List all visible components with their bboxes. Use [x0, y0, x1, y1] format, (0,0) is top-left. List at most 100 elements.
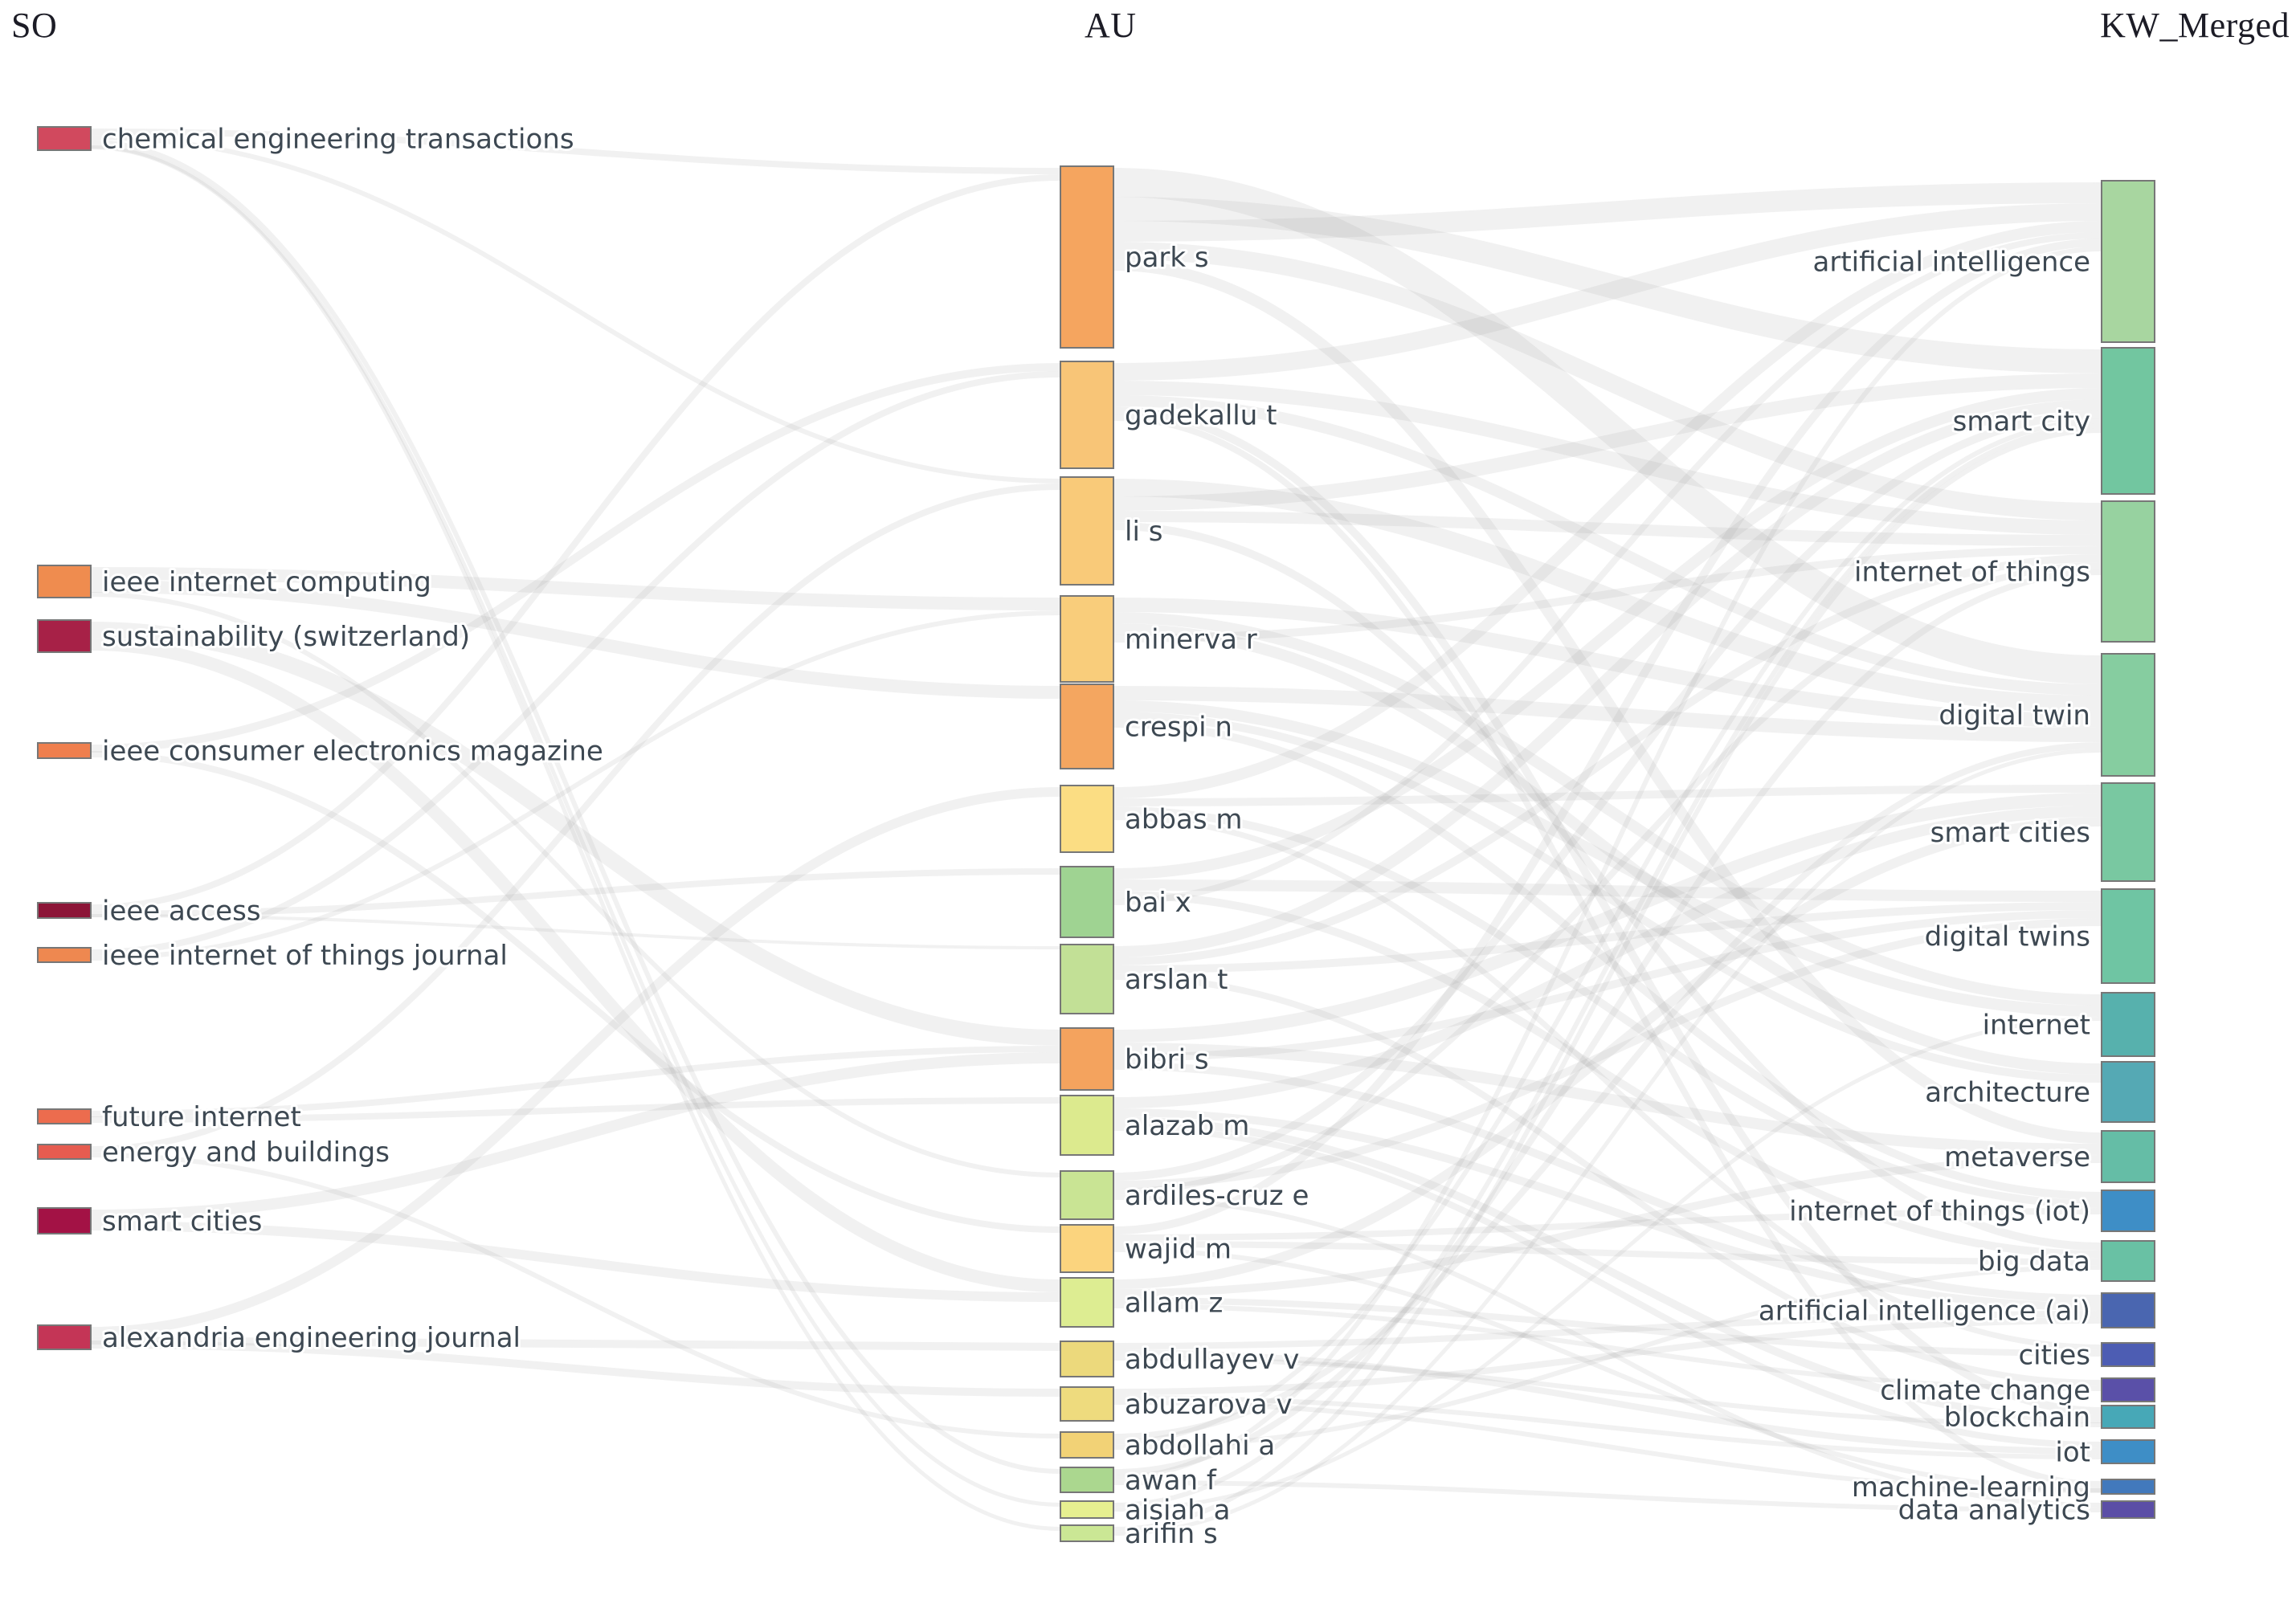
sankey-link-alexandria-engineering-journal-abbas-m[interactable] — [91, 787, 1060, 1336]
sankey-link-bai-x-artificial-intelligence[interactable] — [1113, 232, 2102, 905]
sankey-node-kw-merged-climate-change[interactable] — [2101, 1377, 2155, 1402]
sankey-node-au-li-s[interactable] — [1060, 476, 1114, 586]
sankey-link-arslan-t-digital-twins[interactable] — [1113, 902, 2102, 973]
sankey-node-kw-merged-artificial-intelligence-ai[interactable] — [2101, 1292, 2155, 1328]
sankey-node-kw-merged-internet-of-things[interactable] — [2101, 500, 2155, 643]
sankey-link-abdollahi-a-big-data[interactable] — [1113, 1265, 2102, 1450]
sankey-link-bibri-s-artificial-intelligence-ai[interactable] — [1113, 1062, 2102, 1303]
sankey-node-kw-merged-artificial-intelligence[interactable] — [2101, 180, 2155, 343]
sankey-link-ieee-access-park-s[interactable] — [91, 174, 1060, 911]
sankey-link-alazab-m-smart-cities[interactable] — [1113, 806, 2102, 1108]
sankey-link-energy-and-buildings-abdollahi-a[interactable] — [91, 1153, 1060, 1438]
sankey-node-kw-merged-iot[interactable] — [2101, 1439, 2155, 1464]
sankey-link-minerva-r-digital-twin[interactable] — [1113, 598, 2102, 728]
sankey-link-park-s-artificial-intelligence[interactable] — [1113, 182, 2102, 242]
sankey-node-so-sustainability-switzerland[interactable] — [37, 619, 92, 653]
sankey-link-smart-cities-bibri-s[interactable] — [91, 1052, 1060, 1221]
sankey-link-abdullayev-v-blockchain[interactable] — [1113, 1356, 2102, 1427]
sankey-link-arifin-s-smart-city[interactable] — [1113, 428, 2102, 1532]
sankey-link-minerva-r-internet[interactable] — [1113, 612, 2102, 1006]
sankey-link-gadekallu-t-artificial-intelligence[interactable] — [1113, 203, 2102, 381]
sankey-link-crespi-n-architecture[interactable] — [1113, 712, 2102, 1083]
sankey-link-crespi-n-internet-of-things-iot[interactable] — [1113, 720, 2102, 1200]
sankey-link-energy-and-buildings-li-s[interactable] — [91, 484, 1060, 1153]
sankey-link-abdullayev-v-iot[interactable] — [1113, 1349, 2102, 1455]
sankey-link-allam-z-climate-change[interactable] — [1113, 1304, 2102, 1391]
sankey-link-bibri-s-smart-cities[interactable] — [1113, 793, 2102, 1043]
sankey-link-wajid-m-artificial-intelligence[interactable] — [1113, 239, 2102, 1234]
sankey-node-kw-merged-metaverse[interactable] — [2101, 1130, 2155, 1183]
sankey-node-kw-merged-smart-city[interactable] — [2101, 347, 2155, 495]
sankey-link-abuzarova-v-iot[interactable] — [1113, 1395, 2102, 1459]
sankey-node-so-ieee-consumer-electronics-magazine[interactable] — [37, 742, 92, 759]
sankey-link-aisjah-a-smart-city[interactable] — [1113, 423, 2102, 1508]
sankey-node-au-abuzarova-v[interactable] — [1060, 1386, 1114, 1422]
sankey-link-gadekallu-t-internet-of-things[interactable] — [1113, 381, 2102, 535]
sankey-link-smart-cities-allam-z[interactable] — [91, 1221, 1060, 1302]
sankey-node-so-ieee-access[interactable] — [37, 902, 92, 919]
sankey-link-abbas-m-cities[interactable] — [1113, 814, 2102, 1350]
sankey-link-awan-f-artificial-intelligence[interactable] — [1113, 247, 2102, 1480]
sankey-link-allam-z-cities[interactable] — [1113, 1297, 2102, 1357]
sankey-link-ieee-internet-computing-ardiles-cruz-e[interactable] — [91, 592, 1060, 1177]
sankey-link-ardiles-cruz-e-internet-of-things[interactable] — [1113, 562, 2102, 1195]
sankey-node-au-abdollahi-a[interactable] — [1060, 1431, 1114, 1459]
sankey-link-abbas-m-smart-cities[interactable] — [1113, 785, 2102, 806]
sankey-node-au-bibri-s[interactable] — [1060, 1027, 1114, 1091]
sankey-link-ieee-consumer-electronics-magazine-gadekallu-t[interactable] — [91, 363, 1060, 753]
sankey-node-au-wajid-m[interactable] — [1060, 1224, 1114, 1273]
sankey-link-aisjah-a-internet[interactable] — [1113, 1017, 2102, 1512]
sankey-link-bai-x-digital-twins[interactable] — [1113, 879, 2102, 902]
sankey-link-li-s-internet-of-things[interactable] — [1113, 511, 2102, 546]
sankey-node-au-crespi-n[interactable] — [1060, 684, 1114, 769]
sankey-link-li-s-big-data[interactable] — [1113, 522, 2102, 1251]
sankey-node-so-future-internet[interactable] — [37, 1108, 92, 1124]
sankey-link-chemical-engineering-transactions-awan-f[interactable] — [91, 140, 1060, 1474]
sankey-node-au-gadekallu-t[interactable] — [1060, 361, 1114, 469]
sankey-link-gadekallu-t-machine-learning[interactable] — [1113, 414, 2102, 1487]
sankey-link-awan-f-data-analytics[interactable] — [1113, 1480, 2102, 1512]
sankey-node-kw-merged-internet[interactable] — [2101, 992, 2155, 1057]
sankey-node-kw-merged-data-analytics[interactable] — [2101, 1500, 2155, 1519]
sankey-link-future-internet-alazab-m[interactable] — [91, 1097, 1060, 1123]
sankey-node-so-energy-and-buildings[interactable] — [37, 1144, 92, 1160]
sankey-link-minerva-r-internet-of-things[interactable] — [1113, 546, 2102, 643]
sankey-link-chemical-engineering-transactions-arifin-s[interactable] — [91, 145, 1060, 1531]
sankey-node-kw-merged-digital-twin[interactable] — [2101, 653, 2155, 777]
sankey-link-crespi-n-internet[interactable] — [1113, 700, 2102, 1017]
sankey-link-abbas-m-artificial-intelligence[interactable] — [1113, 221, 2102, 798]
sankey-link-future-internet-bibri-s[interactable] — [91, 1046, 1060, 1117]
sankey-link-ieee-internet-computing-crespi-n[interactable] — [91, 580, 1060, 699]
sankey-link-abdollahi-a-smart-city[interactable] — [1113, 418, 2102, 1445]
sankey-link-ieee-internet-of-things-journal-minerva-r[interactable] — [91, 610, 1060, 961]
sankey-link-arifin-s-digital-twin[interactable] — [1113, 749, 2102, 1536]
sankey-link-wajid-m-machine-learning[interactable] — [1113, 1247, 2102, 1492]
sankey-link-park-s-smart-city[interactable] — [1113, 197, 2102, 373]
sankey-node-kw-merged-digital-twins[interactable] — [2101, 888, 2155, 984]
sankey-link-alazab-m-artificial-intelligence-ai[interactable] — [1113, 1108, 2102, 1311]
sankey-link-allam-z-smart-cities[interactable] — [1113, 817, 2102, 1289]
sankey-node-au-arslan-t[interactable] — [1060, 944, 1114, 1014]
sankey-link-gadekallu-t-digital-twin[interactable] — [1113, 395, 2102, 696]
sankey-link-ieee-internet-of-things-journal-gadekallu-t[interactable] — [91, 371, 1060, 956]
sankey-node-au-abbas-m[interactable] — [1060, 785, 1114, 853]
sankey-link-abuzarova-v-artificial-intelligence-ai[interactable] — [1113, 1317, 2102, 1395]
sankey-link-abbas-m-internet-of-things-iot[interactable] — [1113, 806, 2102, 1208]
sankey-node-kw-merged-big-data[interactable] — [2101, 1240, 2155, 1282]
sankey-node-au-aisjah-a[interactable] — [1060, 1500, 1114, 1519]
sankey-link-wajid-m-big-data[interactable] — [1113, 1241, 2102, 1265]
sankey-link-chemical-engineering-transactions-park-s[interactable] — [91, 129, 1060, 174]
sankey-node-au-allam-z[interactable] — [1060, 1277, 1114, 1328]
sankey-node-so-ieee-internet-of-things-journal[interactable] — [37, 947, 92, 963]
sankey-node-au-ardiles-cruz-e[interactable] — [1060, 1170, 1114, 1220]
sankey-node-au-minerva-r[interactable] — [1060, 595, 1114, 683]
sankey-node-au-abdullayev-v[interactable] — [1060, 1341, 1114, 1377]
sankey-node-kw-merged-cities[interactable] — [2101, 1342, 2155, 1367]
sankey-link-minerva-r-architecture[interactable] — [1113, 623, 2102, 1075]
sankey-link-park-s-digital-twin[interactable] — [1113, 168, 2102, 684]
sankey-link-arslan-t-climate-change[interactable] — [1113, 973, 2102, 1386]
sankey-link-bai-x-big-data[interactable] — [1113, 891, 2102, 1259]
sankey-link-bibri-s-digital-twins[interactable] — [1113, 910, 2102, 1062]
sankey-link-gadekallu-t-blockchain[interactable] — [1113, 406, 2102, 1415]
sankey-node-au-alazab-m[interactable] — [1060, 1095, 1114, 1156]
